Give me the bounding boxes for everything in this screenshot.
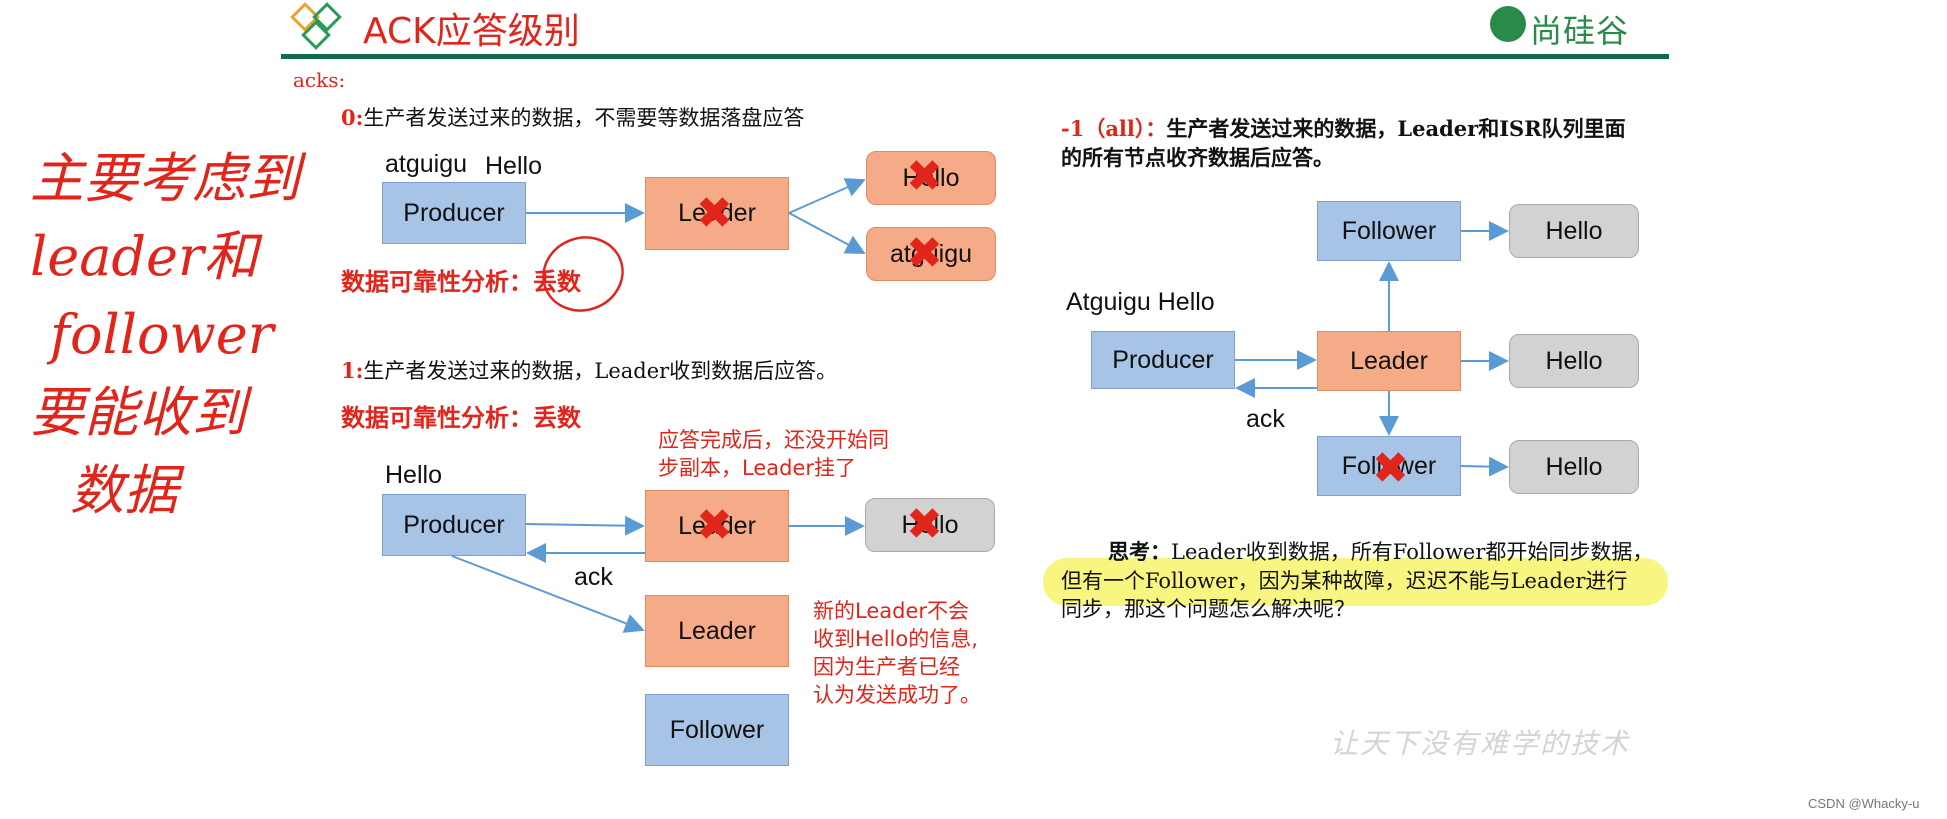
section1-heading: 1:生产者发送过来的数据，Leader收到数据后应答。 [341, 355, 837, 385]
failure-x-icon: ✖ [696, 500, 733, 551]
section0-msg2: Hello [485, 152, 542, 180]
think-label: 思考： [1108, 539, 1171, 564]
section0-leader-box: Leader [645, 177, 789, 250]
section-all-output-mid-box: Hello [1509, 334, 1639, 388]
highlight-marker [1043, 558, 1668, 606]
section1-msg: Hello [385, 461, 442, 489]
section1-follower-box: Follower [645, 694, 789, 766]
think-text-1: Leader收到数据，所有Follower都开始同步数据， [1171, 540, 1654, 564]
handwritten-line: 要能收到 [30, 381, 246, 444]
section1-leader-box: Leader [645, 490, 789, 562]
note2-line: 因为生产者已经 [813, 655, 960, 679]
note2-line: 新的Leader不会 [813, 599, 970, 623]
brand-logo-text: 尚硅谷 [1530, 12, 1630, 50]
page-title: ACK应答级别 [363, 11, 580, 52]
credit-watermark: CSDN @Whacky-u [1808, 796, 1920, 811]
section0-analysis: 数据可靠性分析：丢数 [341, 262, 581, 297]
handwritten-line: leader和 [30, 225, 258, 288]
section-all-msg: Atguigu Hello [1066, 288, 1215, 316]
section0-producer-box: Producer [382, 182, 526, 244]
section-all-heading: -1（all）：生产者发送过来的数据，Leader和ISR队列里面 [1061, 113, 1626, 143]
note2-line: 认为发送成功了。 [813, 683, 981, 707]
section0-msg1: atguigu [385, 150, 468, 178]
section0-analysis-prefix: 数据可靠性分析： [341, 268, 533, 296]
hand-circle [542, 236, 624, 312]
section1-analysis: 数据可靠性分析：丢数 [341, 404, 581, 432]
section0-num: 0: [341, 105, 364, 130]
header-divider [281, 54, 1669, 59]
section1-ack-label: ack [574, 563, 613, 591]
section-all-desc-line1: 生产者发送过来的数据，Leader和ISR队列里面 [1166, 116, 1626, 141]
section-all-follower-top-box: Follower [1317, 201, 1461, 261]
acks-label: acks: [293, 68, 346, 92]
failure-x-icon: ✖ [906, 228, 943, 279]
handwritten-line: follower [50, 303, 274, 366]
failure-x-icon: ✖ [1372, 443, 1409, 494]
think-line1: 思考：Leader收到数据，所有Follower都开始同步数据， [1108, 536, 1653, 566]
think-line2: 但有一个Follower，因为某种故障，迟迟不能与Leader进行 [1061, 569, 1628, 593]
section-all-output-bottom-box: Hello [1509, 440, 1639, 494]
handwritten-line: 主要考虑到 [30, 147, 300, 210]
failure-x-icon: ✖ [906, 499, 943, 550]
section1-output-box: Hello [865, 498, 995, 552]
slogan-watermark: 让天下没有难学的技术 [1330, 727, 1631, 760]
section0-heading: 0:生产者发送过来的数据，不需要等数据落盘应答 [341, 102, 804, 132]
section0-output-box-1: Hello [866, 151, 996, 205]
logo-diamond-icon [288, 2, 350, 54]
section1-desc: 生产者发送过来的数据，Leader收到数据后应答。 [363, 359, 838, 383]
handwritten-note: 主要考虑到 leader和 follower 要能收到 数据 [30, 140, 300, 530]
section0-output-box-2: atguigu [866, 227, 996, 281]
failure-x-icon: ✖ [906, 151, 943, 202]
note2-line: 收到Hello的信息, [813, 627, 978, 651]
handwritten-line: 数据 [70, 459, 178, 522]
note1-line: 步副本，Leader挂了 [658, 456, 857, 480]
failure-x-icon: ✖ [696, 188, 733, 239]
section1-note2: 新的Leader不会 收到Hello的信息, 因为生产者已经 认为发送成功了。 [813, 597, 981, 709]
section1-producer-box: Producer [382, 494, 526, 556]
section-all-output-top-box: Hello [1509, 204, 1639, 258]
section-all-desc-line2: 的所有节点收齐数据后应答。 [1061, 145, 1334, 170]
section1-new-leader-box: Leader [645, 595, 789, 667]
section-all-follower-bottom-box: Follower [1317, 436, 1461, 496]
section1-note1: 应答完成后，还没开始同 步副本，Leader挂了 [658, 426, 889, 482]
section0-analysis-result: 丢数 [533, 268, 581, 296]
brand-logo-icon [1490, 6, 1526, 42]
section1-num: 1: [341, 358, 364, 383]
section-all-leader-box: Leader [1317, 331, 1461, 391]
section0-desc: 生产者发送过来的数据，不需要等数据落盘应答 [363, 106, 805, 130]
think-line3: 同步，那这个问题怎么解决呢？ [1061, 597, 1355, 621]
note1-line: 应答完成后，还没开始同 [658, 428, 889, 452]
section-all-ack-label: ack [1246, 405, 1285, 433]
section-all-producer-box: Producer [1091, 331, 1235, 389]
section-all-num: -1（all）： [1061, 116, 1167, 141]
